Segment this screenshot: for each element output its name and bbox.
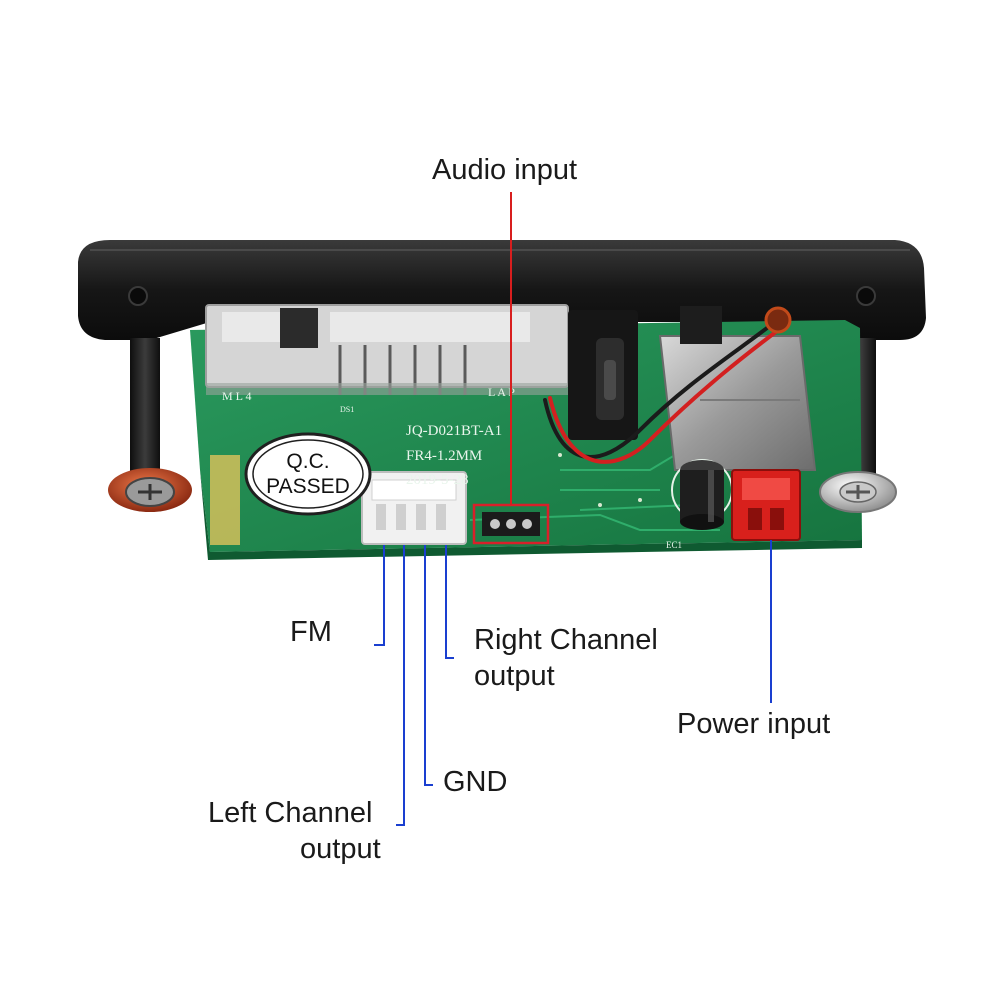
silk-date: 2019-5-28 <box>406 472 469 488</box>
gnd-label: GND <box>443 766 508 798</box>
silk-right-label: L A P <box>488 385 515 399</box>
right-channel-leader <box>445 545 454 659</box>
qc-line2: PASSED <box>266 475 350 498</box>
silk-cap-label: EC1 <box>666 540 682 550</box>
channel-connector <box>361 471 467 545</box>
power-input-label: Power input <box>677 708 831 740</box>
fm-label: FM <box>290 616 332 648</box>
left-channel-leader <box>396 545 405 826</box>
qc-line1: Q.C. <box>286 450 329 473</box>
left-post <box>130 338 160 486</box>
power-connector <box>731 469 801 541</box>
power-wires <box>543 306 792 464</box>
display-connector <box>205 304 569 395</box>
capacitor <box>671 459 733 530</box>
gnd-leader <box>424 545 433 786</box>
right-screw <box>819 471 897 513</box>
right-channel-label-line2: output <box>474 660 555 692</box>
left-channel-label-line2: output <box>300 833 381 865</box>
silk-left-label: M L 4 <box>222 389 252 403</box>
silk-small-label: DS1 <box>340 405 354 414</box>
silk-model: JQ-D021BT-A1 <box>406 423 502 439</box>
audio-input-label: Audio input <box>432 154 578 186</box>
right-channel-label-line1: Right Channel <box>474 624 658 656</box>
left-screw <box>108 468 192 512</box>
left-channel-label-line1: Left Channel <box>208 797 373 829</box>
callout-lines <box>374 192 772 826</box>
silk-material: FR4-1.2MM <box>406 448 482 464</box>
qc-passed-sticker: Q.C. PASSED <box>244 432 372 516</box>
sd-card-slot <box>658 306 817 471</box>
fm-leader <box>374 545 385 646</box>
audio-jack <box>568 310 638 440</box>
